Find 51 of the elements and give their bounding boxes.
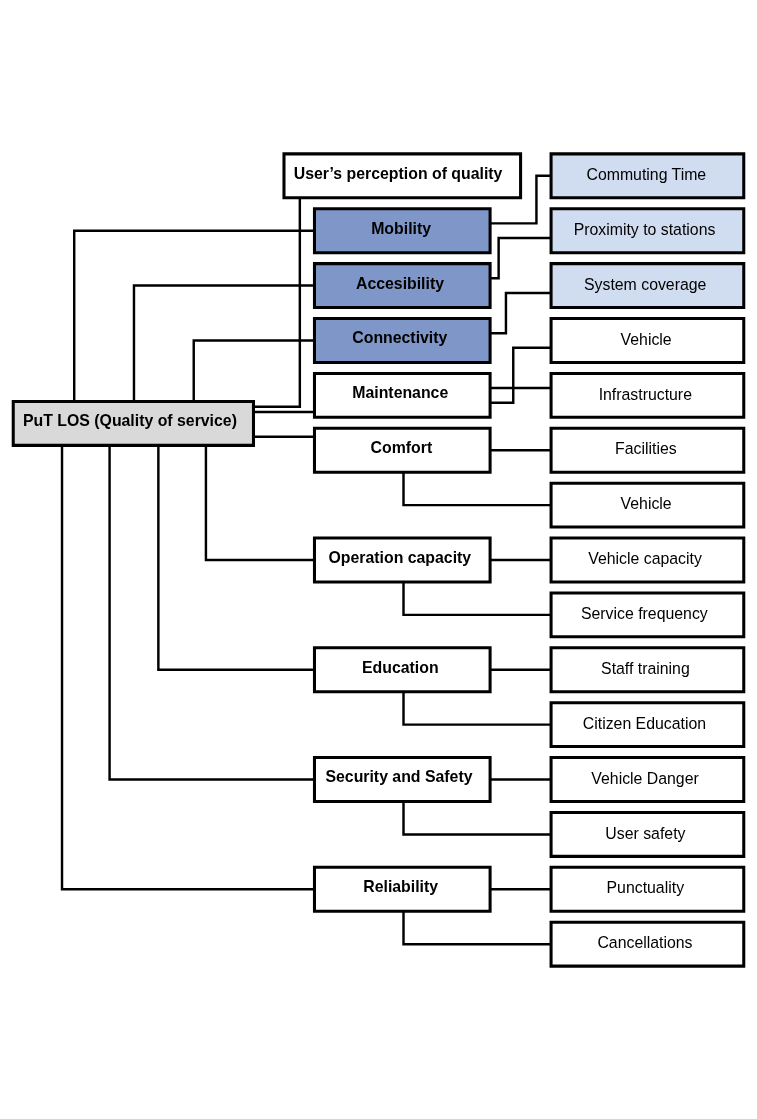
connector xyxy=(253,197,302,408)
connector xyxy=(253,435,315,438)
node-box: User’s perception of quality xyxy=(282,151,523,199)
connector xyxy=(402,471,551,506)
node-box: Vehicle Danger xyxy=(549,755,746,803)
connector xyxy=(402,691,551,726)
connector xyxy=(132,283,315,401)
node-box: Facilities xyxy=(549,426,746,474)
node-box: Citizen Education xyxy=(549,700,746,748)
node-box: Accesibility xyxy=(312,261,492,309)
node-box: Infrastructure xyxy=(549,371,746,419)
node-box: Vehicle capacity xyxy=(549,536,746,583)
node-box: Security and Safety xyxy=(312,755,492,803)
node-box: Connectivity xyxy=(312,316,492,364)
connector xyxy=(490,777,551,781)
node-box: Punctuality xyxy=(549,865,746,913)
connector xyxy=(490,386,551,389)
connector xyxy=(402,801,551,836)
node-box: Vehicle xyxy=(549,481,746,529)
node-box: Maintenance xyxy=(312,371,492,419)
node-box: Vehicle xyxy=(549,316,746,364)
node-box: Commuting Time xyxy=(549,151,746,199)
node-box: Comfort xyxy=(312,426,492,474)
connector xyxy=(490,291,551,334)
node-box: Cancellations xyxy=(549,920,746,968)
connector xyxy=(490,558,551,561)
node-box: Mobility xyxy=(312,206,492,254)
connector xyxy=(157,445,315,671)
node-box: Education xyxy=(312,645,492,693)
node-box: User safety xyxy=(549,810,746,858)
node-box: Operation capacity xyxy=(312,536,492,583)
node-box: PuT LOS (Quality of service) xyxy=(11,399,255,447)
connector xyxy=(192,338,315,401)
connector xyxy=(490,668,551,671)
node-box: Reliability xyxy=(312,865,492,913)
node-box: System coverage xyxy=(549,261,746,309)
connector xyxy=(108,445,315,781)
connector xyxy=(204,445,315,561)
connector xyxy=(490,346,551,404)
connector xyxy=(402,910,551,945)
node-box: Proximity to stations xyxy=(549,206,746,254)
connector xyxy=(490,448,551,451)
connector xyxy=(490,174,551,225)
connector xyxy=(60,445,315,890)
connector xyxy=(490,236,551,279)
connector xyxy=(402,581,551,616)
connector xyxy=(73,229,315,401)
node-box: Service frequency xyxy=(549,590,746,638)
node-box: Staff training xyxy=(549,645,746,693)
connector xyxy=(490,887,551,890)
connector xyxy=(253,410,315,413)
